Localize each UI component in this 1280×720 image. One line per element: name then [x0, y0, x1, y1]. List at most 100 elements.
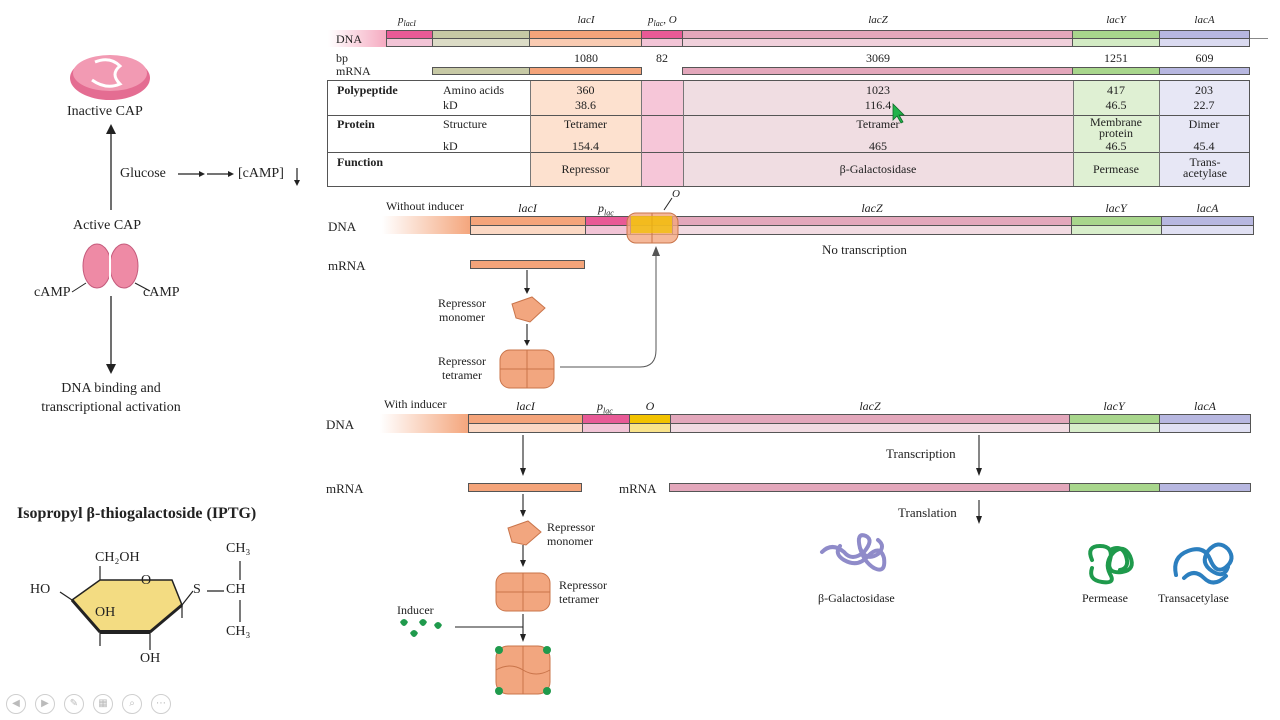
iptg-ch3-top: CH₃ [226, 541, 251, 556]
with-mrna-left-label: mRNA [326, 481, 364, 496]
func-laca: Trans- acetylase [1183, 155, 1227, 180]
without-lacy: lacY [1105, 201, 1127, 215]
func-lacy: Permease [1093, 162, 1139, 176]
iptg-ch3-bottom: CH₃ [226, 624, 251, 639]
struct-lacy: Membrane protein [1090, 115, 1142, 140]
iptg-structure [59, 561, 241, 650]
without-rep-tetra-1: Repressor [438, 354, 486, 368]
inducer-bound-repressor [495, 645, 551, 695]
more-icon[interactable]: ⋯ [151, 694, 171, 714]
with-plac-p: p [597, 399, 603, 413]
next-icon[interactable]: ▶ [35, 694, 55, 714]
with-repressor-tetramer [495, 572, 551, 612]
bp-lacy: 1251 [1104, 51, 1128, 65]
iptg-title: Isopropyl β-thiogalactoside (IPTG) [17, 505, 257, 522]
placi-sub: lacI [403, 19, 416, 29]
pkd-lacy: 46.5 [1105, 98, 1127, 112]
active-cap-icon [82, 243, 139, 289]
aa-laca: 203 [1195, 83, 1213, 97]
func-laci: Repressor [561, 162, 610, 176]
lacz-header: lacZ [868, 14, 888, 26]
iptg-ho: HO [30, 582, 51, 597]
pkd-laca: 22.7 [1193, 98, 1215, 112]
placo-sub: lac [653, 19, 664, 29]
iptg-ch2oh: CH₂OH [95, 550, 140, 565]
camp-level-label: [cAMP] [238, 166, 284, 181]
dna-label: DNA [336, 32, 362, 46]
without-repressor-tetramer [499, 349, 555, 389]
struct-laca: Dimer [1188, 117, 1220, 131]
bp-laca: 609 [1195, 51, 1214, 65]
inducer-molecules [400, 619, 442, 637]
kd-laci: 154.4 [572, 139, 599, 153]
zoom-icon[interactable]: ⌕ [122, 694, 142, 714]
amino-acids-label: Amino acids [443, 83, 504, 97]
without-rep-mono-1: Repressor [438, 296, 486, 310]
laca-header: lacA [1194, 14, 1215, 26]
kd-laca: 45.4 [1193, 139, 1215, 153]
previous-icon[interactable]: ◀ [6, 694, 26, 714]
without-laci: lacI [518, 201, 537, 215]
with-rep-tetra-2: tetramer [559, 592, 599, 606]
active-cap-label: Active CAP [73, 218, 142, 233]
function-label: Function [337, 155, 384, 169]
inactive-cap-label: Inactive CAP [67, 104, 143, 119]
with-title: With inducer [384, 397, 447, 411]
poly-kd-label: kD [443, 98, 458, 112]
with-lacz: lacZ [859, 399, 881, 413]
without-dna-label: DNA [328, 219, 357, 234]
func-lacz: β-Galactosidase [839, 162, 917, 176]
with-rep-mono-1: Repressor [547, 520, 595, 534]
galactosidase-label: β-Galactosidase [818, 591, 895, 605]
without-rep-mono-2: monomer [439, 310, 485, 324]
iptg-s: S [193, 582, 201, 597]
aa-lacz: 1023 [866, 83, 890, 97]
permease-icon [1088, 543, 1134, 585]
structure-label: Structure [443, 117, 487, 131]
iptg-oh-bottom: OH [140, 651, 161, 666]
placo-o: , O [663, 14, 677, 26]
without-o: O [672, 188, 680, 200]
struct-lacz: Tetramer [856, 117, 900, 131]
prot-kd-label: kD [443, 139, 458, 153]
iptg-oh-mid: OH [95, 605, 116, 620]
bp-label: bp [336, 51, 348, 65]
bp-laci: 1080 [574, 51, 598, 65]
with-mrna-right-label: mRNA [619, 481, 657, 496]
struct-laci: Tetramer [563, 117, 608, 131]
with-o: O [645, 399, 655, 413]
glucose-label: Glucose [120, 166, 166, 181]
without-mrna-label: mRNA [328, 258, 366, 273]
placi-p: p [398, 14, 404, 26]
slides-icon[interactable]: ▦ [93, 694, 113, 714]
transcription-label: Transcription [886, 446, 956, 461]
without-plac-sub: lac [604, 208, 614, 218]
placo-p: p [648, 14, 654, 26]
permease-label: Permease [1082, 591, 1128, 605]
with-rep-mono-2: monomer [547, 534, 593, 548]
pen-icon[interactable]: ✎ [64, 694, 84, 714]
polypeptide-label: Polypeptide [337, 83, 398, 97]
translation-label: Translation [898, 505, 957, 520]
no-transcription-label: No transcription [822, 242, 907, 257]
without-mrna-bar [470, 260, 585, 269]
with-mrna-laca [1159, 483, 1251, 492]
with-laca: lacA [1194, 399, 1216, 413]
camp-left-label: cAMP [34, 285, 71, 300]
mouse-cursor-icon [892, 103, 905, 124]
with-rep-tetra-1: Repressor [559, 578, 607, 592]
transacetylase-label: Transacetylase [1158, 591, 1229, 605]
with-mrna-laci [468, 483, 582, 492]
bound-repressor-on-operator [626, 212, 679, 244]
camp-right-label: cAMP [143, 285, 180, 300]
without-lacz: lacZ [861, 201, 883, 215]
mrna-label: mRNA [336, 64, 371, 78]
pkd-lacz: 116.4 [864, 98, 892, 112]
dna-binding-line2: transcriptional activation [41, 400, 181, 415]
kd-lacz: 465 [869, 139, 887, 153]
with-lacy: lacY [1103, 399, 1125, 413]
without-title: Without inducer [386, 199, 464, 213]
with-laci: lacI [516, 399, 535, 413]
